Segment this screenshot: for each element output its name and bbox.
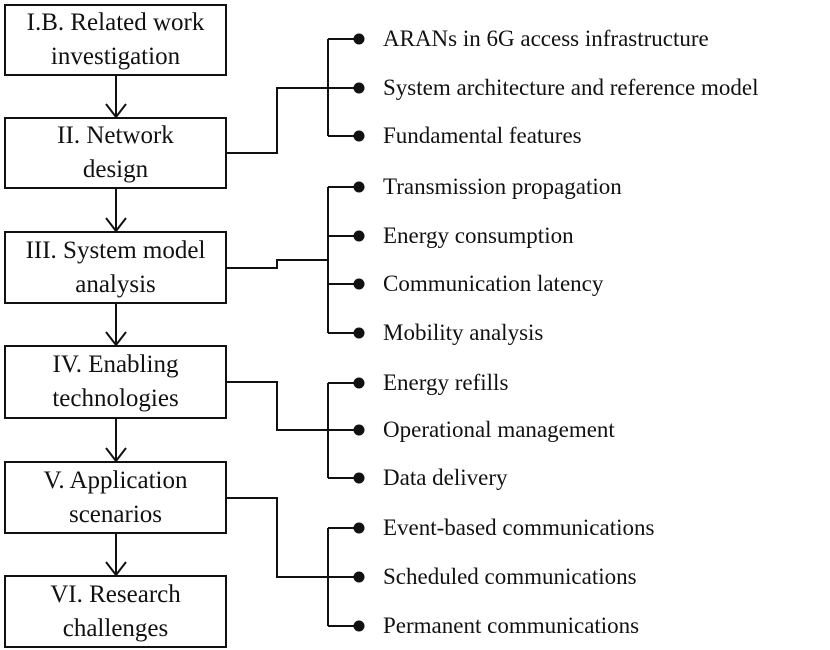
bullet-item: Energy refills [383, 370, 509, 395]
bullet-item: Mobility analysis [383, 320, 544, 345]
bullet-icon [353, 181, 365, 193]
bullet-item: Energy consumption [383, 223, 574, 248]
flow-box-label: IV. Enabling [52, 351, 179, 378]
bullet-icon [353, 377, 365, 389]
flow-box-label: analysis [75, 270, 156, 298]
flow-box-label: VI. Research [50, 580, 181, 608]
bullet-icon [353, 472, 365, 484]
bullet-item: Fundamental features [383, 123, 582, 148]
flow-box-related-work: I.B. Related work investigation [4, 4, 227, 76]
bullet-icon [353, 278, 365, 290]
flow-box-label: technologies [52, 385, 179, 412]
bullet-item: Event-based communications [383, 515, 655, 540]
bullet-item: ARANs in 6G access infrastructure [383, 26, 709, 51]
connector-enabling-tech [227, 381, 328, 431]
flow-box-label: I.B. Related work [26, 9, 205, 36]
flow-box-system-model-analysis: III. System model analysis [4, 231, 227, 304]
flow-box-label: scenarios [68, 500, 163, 528]
bullet-icon [353, 82, 365, 94]
connector-application-scenarios [227, 497, 328, 578]
flow-box-research-challenges: VI. Research challenges [4, 575, 227, 648]
flow-box-label: investigation [50, 43, 181, 70]
bullet-item: Transmission propagation [383, 174, 622, 199]
flow-box-application-scenarios: V. Application scenarios [4, 461, 227, 534]
bullet-icon [353, 424, 365, 436]
bullet-icon [353, 571, 365, 583]
flow-box-label: design [82, 156, 149, 183]
bullet-item: Operational management [383, 417, 615, 442]
bullet-icon [353, 130, 365, 142]
bullet-item: Scheduled communications [383, 564, 637, 589]
flow-box-label: III. System model [25, 236, 206, 264]
bullet-item: Permanent communications [383, 613, 640, 638]
connector-network-design [227, 87, 328, 154]
bullet-icon [353, 620, 365, 632]
flow-box-label: II. Network [57, 122, 174, 149]
flow-box-label: challenges [62, 614, 169, 642]
bullet-icon [353, 327, 365, 339]
bullet-icon [353, 33, 365, 45]
flow-box-enabling-technologies: IV. Enabling technologies [4, 345, 227, 419]
bullet-icon [353, 522, 365, 534]
bullet-icon [353, 230, 365, 242]
flow-box-label: V. Application [43, 466, 188, 494]
bullet-item: Data delivery [383, 465, 508, 490]
bullet-item: System architecture and reference model [383, 75, 759, 100]
bullet-item: Communication latency [383, 271, 604, 296]
connector-system-model [227, 259, 328, 269]
flow-box-network-design: II. Network design [4, 117, 227, 189]
